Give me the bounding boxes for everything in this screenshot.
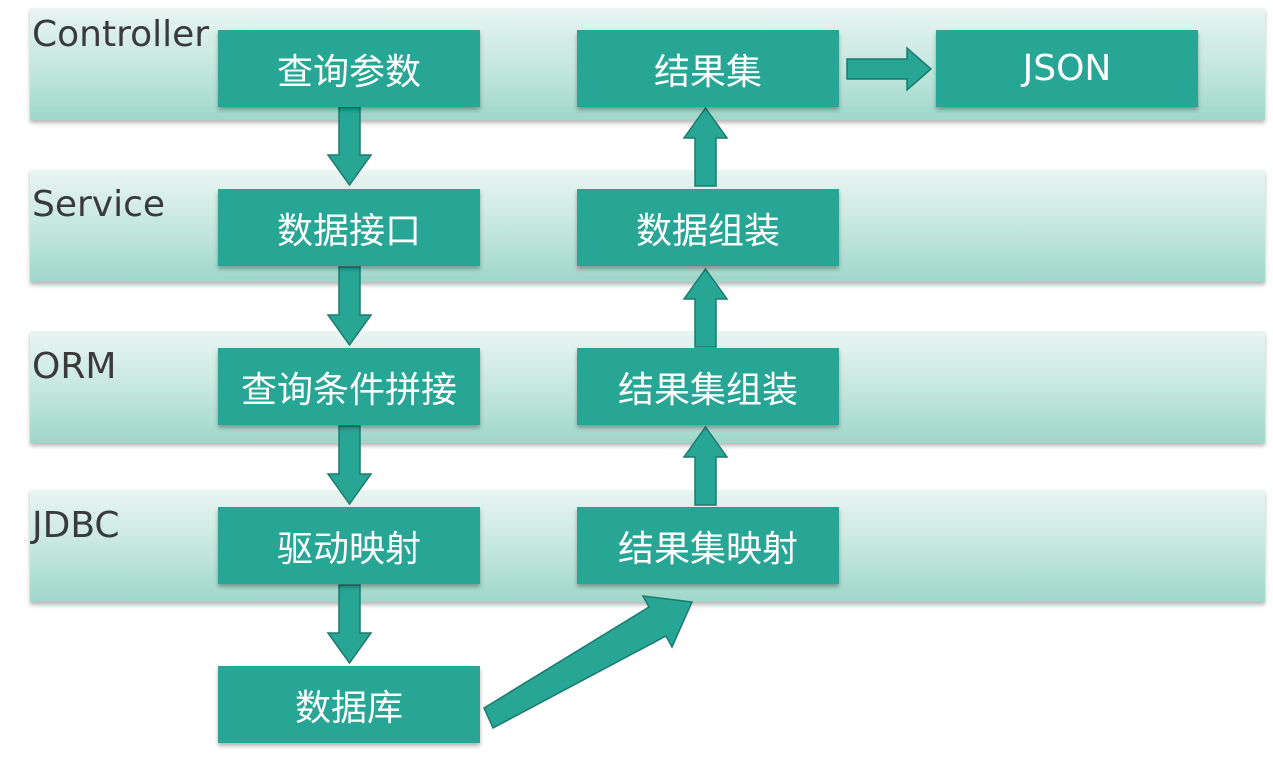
data-assembly-box: 数据组装 [577,189,839,266]
json-box: JSON [936,30,1198,107]
resultset-assembly-box: 结果集组装 [577,348,839,425]
data-interface-box: 数据接口 [218,189,480,266]
arrow-query-condition-to-driver-mapping [326,425,373,506]
query-params-box: 查询参数 [218,30,480,107]
query-condition-concat-box: 查询条件拼接 [218,348,480,425]
service-layer-label: Service [32,184,166,225]
controller-layer-label: Controller [32,14,210,55]
arrow-database-to-resultset-mapping [483,595,694,730]
arrow-driver-mapping-to-database [326,584,373,665]
arrow-data-interface-to-query-condition [326,266,373,347]
jdbc-layer-label: JDBC [32,505,120,546]
arrow-query-params-to-data-interface [326,106,373,187]
resultset-mapping-box: 结果集映射 [577,507,839,584]
arrow-data-assembly-to-resultset [682,106,729,187]
orm-layer-label: ORM [32,346,117,387]
resultset-box: 结果集 [577,30,839,107]
arrow-resultset-to-json [846,46,933,92]
arrow-resultset-assembly-to-data-assembly [682,267,729,348]
arrow-resultset-mapping-to-resultset-assembly [682,425,729,506]
database-box: 数据库 [218,666,480,743]
driver-mapping-box: 驱动映射 [218,507,480,584]
